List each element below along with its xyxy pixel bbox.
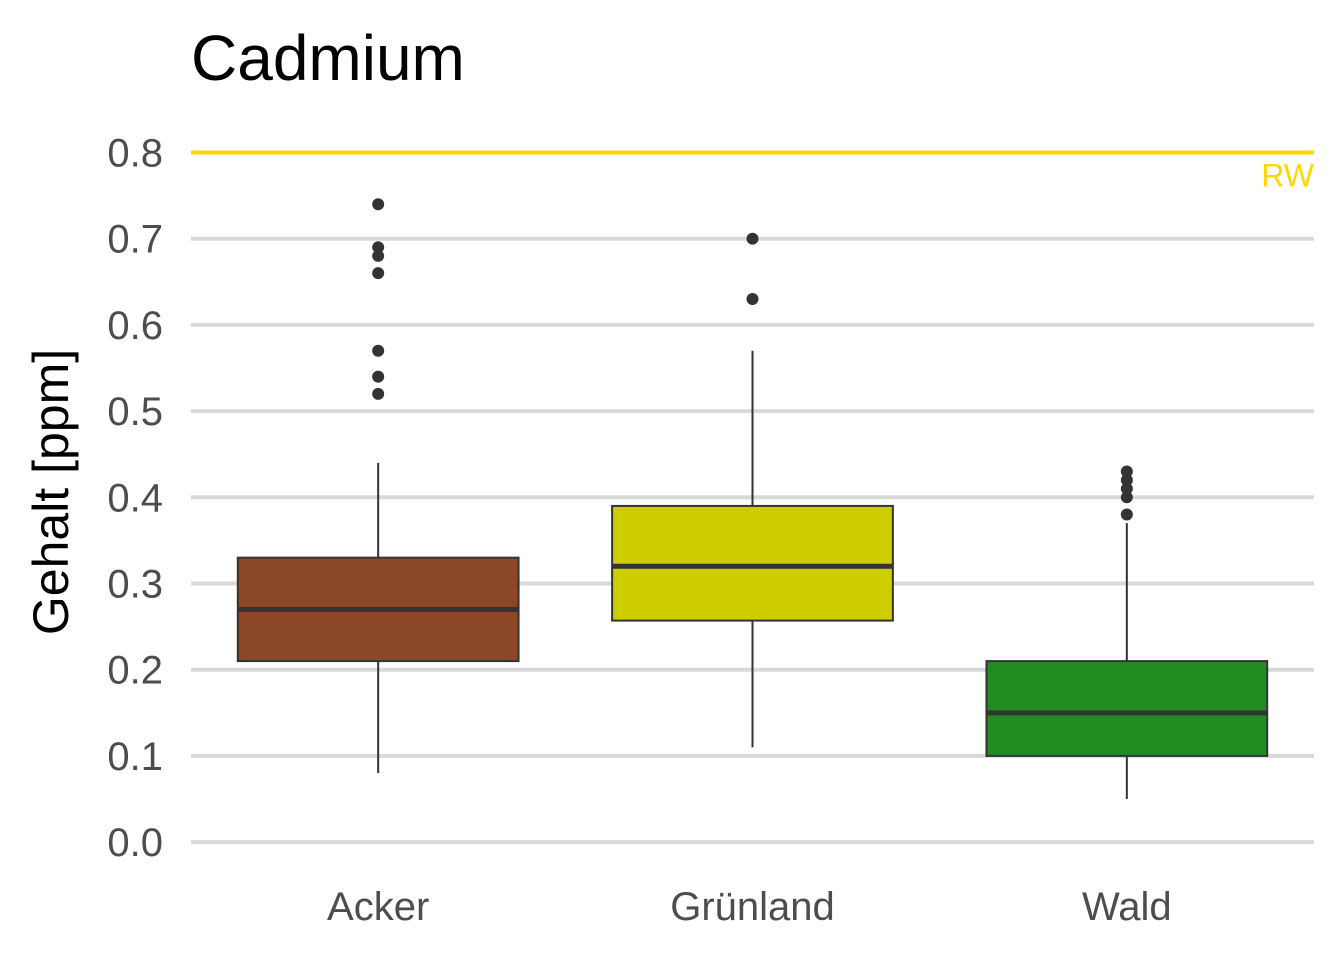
outlier-point	[1120, 508, 1133, 521]
y-axis-label: Gehalt [ppm]	[23, 349, 79, 635]
boxes	[236, 198, 1269, 800]
outlier-point	[372, 387, 385, 400]
outlier-point	[372, 267, 385, 280]
x-axis-ticks: Acker Grünland Wald	[327, 885, 1172, 929]
outlier-point	[1120, 491, 1133, 504]
outlier-point	[372, 370, 385, 383]
outlier-point	[1120, 482, 1133, 495]
box-grünland	[611, 232, 894, 748]
reference-line-group: RW	[191, 150, 1315, 193]
chart-title: Cadmium	[191, 22, 465, 94]
box-acker	[236, 198, 520, 774]
outlier-point	[1120, 465, 1133, 478]
reference-line-label: RW	[1261, 157, 1315, 193]
outlier-point	[1120, 474, 1133, 487]
outlier-point	[372, 241, 385, 254]
y-tick-label: 0.1	[107, 735, 163, 779]
y-tick-label: 0.8	[107, 131, 163, 175]
box-iqr	[611, 504, 894, 622]
outlier-point	[372, 198, 385, 211]
y-tick-label: 0.4	[107, 476, 163, 520]
y-tick-label: 0.6	[107, 304, 163, 348]
outlier-point	[746, 293, 759, 306]
y-tick-label: 0.0	[107, 821, 163, 865]
box-wald	[985, 465, 1269, 800]
y-tick-label: 0.2	[107, 649, 163, 693]
outlier-point	[372, 344, 385, 357]
x-tick-label: Wald	[1082, 885, 1172, 929]
y-axis-ticks: 0.0 0.1 0.2 0.3 0.4 0.5 0.6 0.7 0.8	[107, 131, 163, 865]
y-tick-label: 0.5	[107, 390, 163, 434]
box-iqr	[985, 660, 1269, 757]
outlier-point	[746, 232, 759, 245]
outlier-point	[372, 249, 385, 262]
y-tick-label: 0.3	[107, 563, 163, 607]
x-tick-label: Acker	[327, 885, 429, 929]
y-tick-label: 0.7	[107, 218, 163, 262]
x-tick-label: Grünland	[670, 885, 835, 929]
